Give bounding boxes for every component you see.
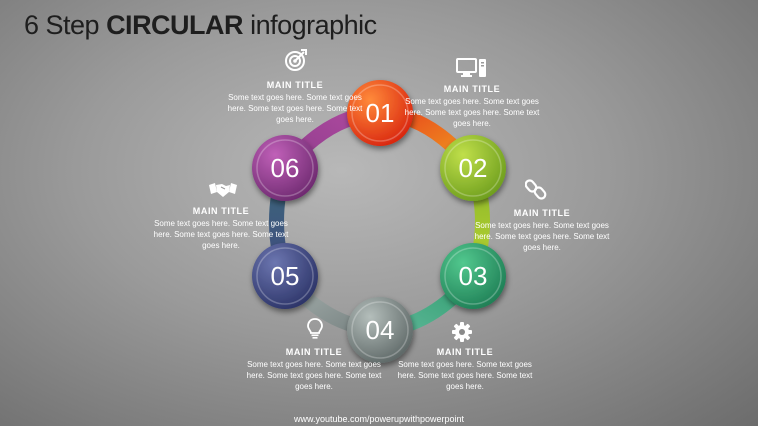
title-suffix: infographic	[243, 10, 377, 40]
step-number-05: 05	[271, 261, 300, 291]
step-number-02: 02	[459, 153, 488, 183]
step-label-05: MAIN TITLE Some text goes here. Some tex…	[239, 347, 389, 392]
step-label-02: MAIN TITLE Some text goes here. Some tex…	[397, 84, 547, 129]
step-circle-04: 04	[347, 297, 413, 363]
step-text-04: Some text goes here. Some text goes here…	[397, 360, 533, 391]
handshake-icon	[209, 183, 237, 197]
step-number-03: 03	[459, 261, 488, 291]
target-icon	[285, 49, 307, 71]
step-title-04: MAIN TITLE	[436, 347, 494, 357]
step-text-03: Some text goes here. Some text goes here…	[474, 221, 610, 252]
step-title-06: MAIN TITLE	[192, 206, 250, 216]
step-text-05: Some text goes here. Some text goes here…	[246, 360, 382, 391]
computer-icon	[456, 58, 486, 77]
footer-url: www.youtube.com/powerupwithpowerpoint	[293, 414, 465, 424]
step-circle-06: 06	[252, 135, 318, 201]
step-title-05: MAIN TITLE	[285, 347, 343, 357]
step-label-04: MAIN TITLE Some text goes here. Some tex…	[390, 347, 540, 392]
title-prefix: 6 Step	[24, 10, 107, 40]
step-text-06: Some text goes here. Some text goes here…	[153, 219, 289, 250]
step-circle-05: 05	[252, 243, 318, 309]
step-number-06: 06	[271, 153, 300, 183]
step-number-01: 01	[366, 98, 395, 128]
step-text-01: Some text goes here. Some text goes here…	[227, 93, 363, 124]
step-label-03: MAIN TITLE Some text goes here. Some tex…	[467, 208, 617, 253]
page-title: 6 Step CIRCULAR infographic	[24, 10, 377, 41]
step-circle-01: 01	[347, 80, 413, 146]
step-circle-02: 02	[440, 135, 506, 201]
step-label-06: MAIN TITLE Some text goes here. Some tex…	[146, 206, 296, 251]
link-icon	[525, 179, 547, 200]
step-title-02: MAIN TITLE	[443, 84, 501, 94]
gear-icon	[452, 322, 472, 342]
step-number-04: 04	[366, 315, 395, 345]
step-label-01: MAIN TITLE Some text goes here. Some tex…	[220, 80, 370, 125]
step-title-03: MAIN TITLE	[513, 208, 571, 218]
step-circle-03: 03	[440, 243, 506, 309]
step-title-01: MAIN TITLE	[266, 80, 324, 90]
title-bold: CIRCULAR	[106, 10, 244, 40]
step-text-02: Some text goes here. Some text goes here…	[404, 97, 540, 128]
lightbulb-icon	[307, 318, 323, 339]
